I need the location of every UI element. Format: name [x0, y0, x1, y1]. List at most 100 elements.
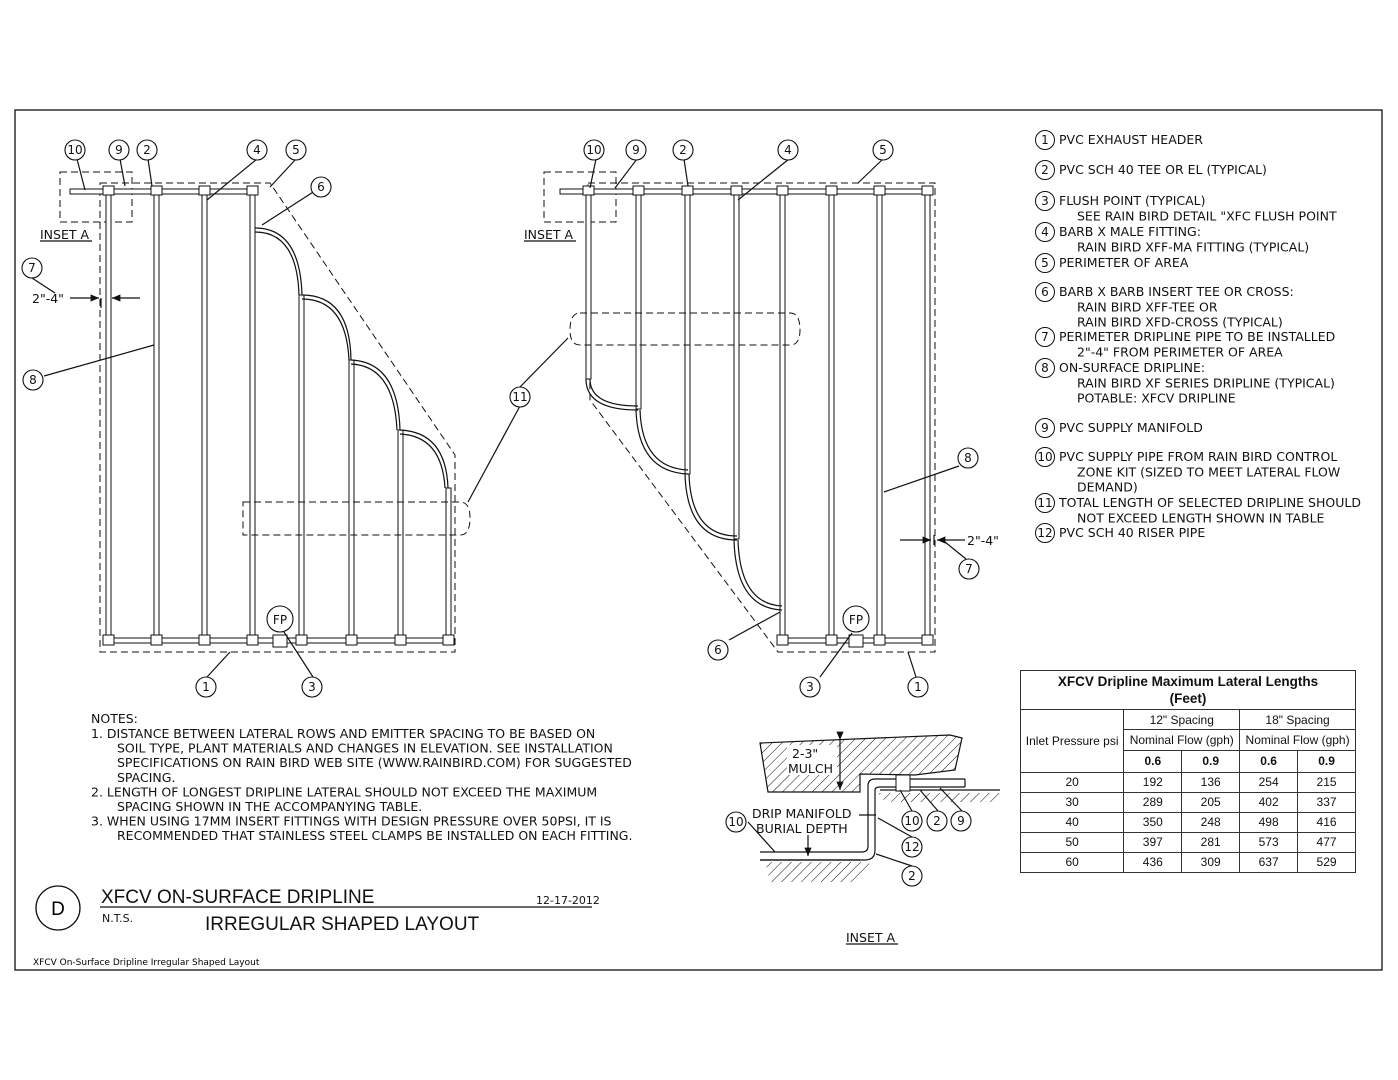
- table-cell: 337: [1297, 791, 1356, 813]
- table-units: (Feet): [1169, 691, 1207, 707]
- svg-text:6: 6: [317, 180, 325, 194]
- table-cell: 40: [1019, 811, 1125, 833]
- table-title: XFCV Dripline Maximum Lateral Lengths (F…: [1020, 669, 1356, 711]
- flow-header-12: Nominal Flow (gph): [1123, 729, 1241, 752]
- notes-heading: NOTES:: [91, 711, 138, 726]
- legend-text: PVC SUPPLY MANIFOLD: [1059, 420, 1203, 435]
- legend-text: RAIN BIRD XF SERIES DRIPLINE (TYPICAL): [1077, 375, 1335, 390]
- legend-text: PVC SUPPLY PIPE FROM RAIN BIRD CONTROL: [1059, 449, 1337, 464]
- mulch-label: MULCH: [788, 761, 833, 776]
- svg-text:10: 10: [67, 143, 82, 157]
- legend-number: 10: [1037, 450, 1052, 464]
- legend-text: TOTAL LENGTH OF SELECTED DRIPLINE SHOULD: [1058, 495, 1361, 510]
- flush-point-icon-right: [842, 605, 870, 633]
- inset-a-box-right: [543, 171, 617, 223]
- svg-text:10: 10: [586, 143, 601, 157]
- burial-depth-label-2: BURIAL DEPTH: [756, 821, 848, 836]
- legend-number: 4: [1041, 225, 1049, 239]
- svg-text:1: 1: [914, 680, 922, 694]
- legend-number: 11: [1037, 496, 1052, 510]
- legend-number-circle: [1035, 282, 1055, 302]
- legend-number-circle: [1035, 358, 1055, 378]
- table-cell: 498: [1239, 811, 1299, 833]
- flow-value: 0.6: [1239, 750, 1299, 773]
- footer-caption: XFCV On-Surface Dripline Irregular Shape…: [33, 958, 260, 968]
- svg-text:1: 1: [202, 680, 210, 694]
- note-line: 1. DISTANCE BETWEEN LATERAL ROWS AND EMI…: [91, 726, 595, 741]
- flow-value: 0.9: [1181, 750, 1241, 773]
- note-line: RECOMMENDED THAT STAINLESS STEEL CLAMPS …: [117, 828, 632, 843]
- mulch-depth-label: 2-3": [792, 746, 818, 761]
- table-cell: 309: [1181, 851, 1241, 874]
- scale-label: N.T.S.: [102, 912, 133, 925]
- inset-a-label-left: INSET A: [40, 227, 89, 242]
- legend-number: 12: [1037, 526, 1052, 540]
- legend-number-circle: [1035, 191, 1055, 211]
- legend-text: FLUSH POINT (TYPICAL): [1059, 193, 1206, 208]
- table-cell: 136: [1181, 771, 1241, 793]
- lateral-length-table: XFCV Dripline Maximum Lateral Lengths (F…: [1019, 669, 1356, 874]
- inset-a-label-right: INSET A: [524, 227, 573, 242]
- svg-text:6: 6: [714, 643, 722, 657]
- legend-text: NOT EXCEED LENGTH SHOWN IN TABLE: [1077, 510, 1325, 525]
- table-cell: 248: [1181, 811, 1241, 833]
- drawing-subtitle: IRREGULAR SHAPED LAYOUT: [205, 914, 480, 935]
- table-cell: 192: [1123, 771, 1183, 793]
- note-line: 2. LENGTH OF LONGEST DRIPLINE LATERAL SH…: [91, 784, 597, 799]
- flow-value: 0.9: [1297, 750, 1356, 773]
- spacing-18: 18" Spacing: [1239, 709, 1356, 731]
- leader-lines: [31, 158, 967, 678]
- table-cell: 402: [1239, 791, 1299, 813]
- svg-text:7: 7: [28, 261, 36, 275]
- flow-value: 0.6: [1123, 750, 1183, 773]
- spacing-12: 12" Spacing: [1123, 709, 1241, 731]
- legend-text: DEMAND): [1077, 480, 1138, 495]
- svg-text:7: 7: [965, 562, 973, 576]
- svg-text:10: 10: [904, 814, 919, 828]
- legend-text: 2"-4" FROM PERIMETER OF AREA: [1077, 344, 1283, 359]
- perimeter-of-area: [99, 182, 456, 653]
- svg-text:8: 8: [964, 451, 972, 465]
- legend-number: 2: [1041, 163, 1049, 177]
- legend-number: 3: [1041, 194, 1049, 208]
- table-cell: 477: [1297, 831, 1356, 853]
- legend-number-circle: [1035, 160, 1055, 180]
- legend-text: ON-SURFACE DRIPLINE:: [1059, 360, 1205, 375]
- legend-number-circle: [1035, 418, 1055, 438]
- legend-text: BARB X BARB INSERT TEE OR CROSS:: [1059, 284, 1294, 299]
- table-cell: 637: [1239, 851, 1299, 874]
- note-line: SPACING SHOWN IN THE ACCOMPANYING TABLE.: [117, 799, 422, 814]
- legend-number-circle: [1035, 523, 1055, 543]
- table-cell: 350: [1123, 811, 1183, 833]
- table-cell: 20: [1019, 771, 1125, 793]
- legend-text: POTABLE: XFCV DRIPLINE: [1077, 391, 1236, 406]
- svg-text:4: 4: [253, 143, 261, 157]
- table-cell: 254: [1239, 771, 1299, 793]
- detail-circle: [35, 885, 81, 931]
- sheet-border: [14, 109, 1383, 971]
- left-plan: [59, 171, 471, 653]
- svg-text:2: 2: [679, 143, 687, 157]
- table-cell: 281: [1181, 831, 1241, 853]
- legend-number-circle: [1035, 447, 1055, 467]
- burial-depth-label-1: DRIP MANIFOLD: [752, 806, 852, 821]
- table-title-text: XFCV Dripline Maximum Lateral Lengths: [1057, 674, 1319, 690]
- notes: NOTES:1. DISTANCE BETWEEN LATERAL ROWS A…: [91, 711, 632, 843]
- drawing-title: XFCV ON-SURFACE DRIPLINE: [101, 887, 374, 908]
- inset-a-caption: INSET A: [846, 930, 895, 945]
- legend-text: ZONE KIT (SIZED TO MEET LATERAL FLOW: [1077, 464, 1340, 479]
- svg-text:2: 2: [143, 143, 151, 157]
- inset-a-box: [59, 171, 133, 223]
- table-cell: 215: [1297, 771, 1356, 793]
- flush-point-label-left: FP: [273, 613, 287, 627]
- svg-text:2: 2: [933, 814, 941, 828]
- note-line: SPECIFICATIONS ON RAIN BIRD WEB SITE (WW…: [117, 755, 632, 770]
- legend-number: 6: [1041, 285, 1049, 299]
- table-cell: 60: [1019, 851, 1125, 874]
